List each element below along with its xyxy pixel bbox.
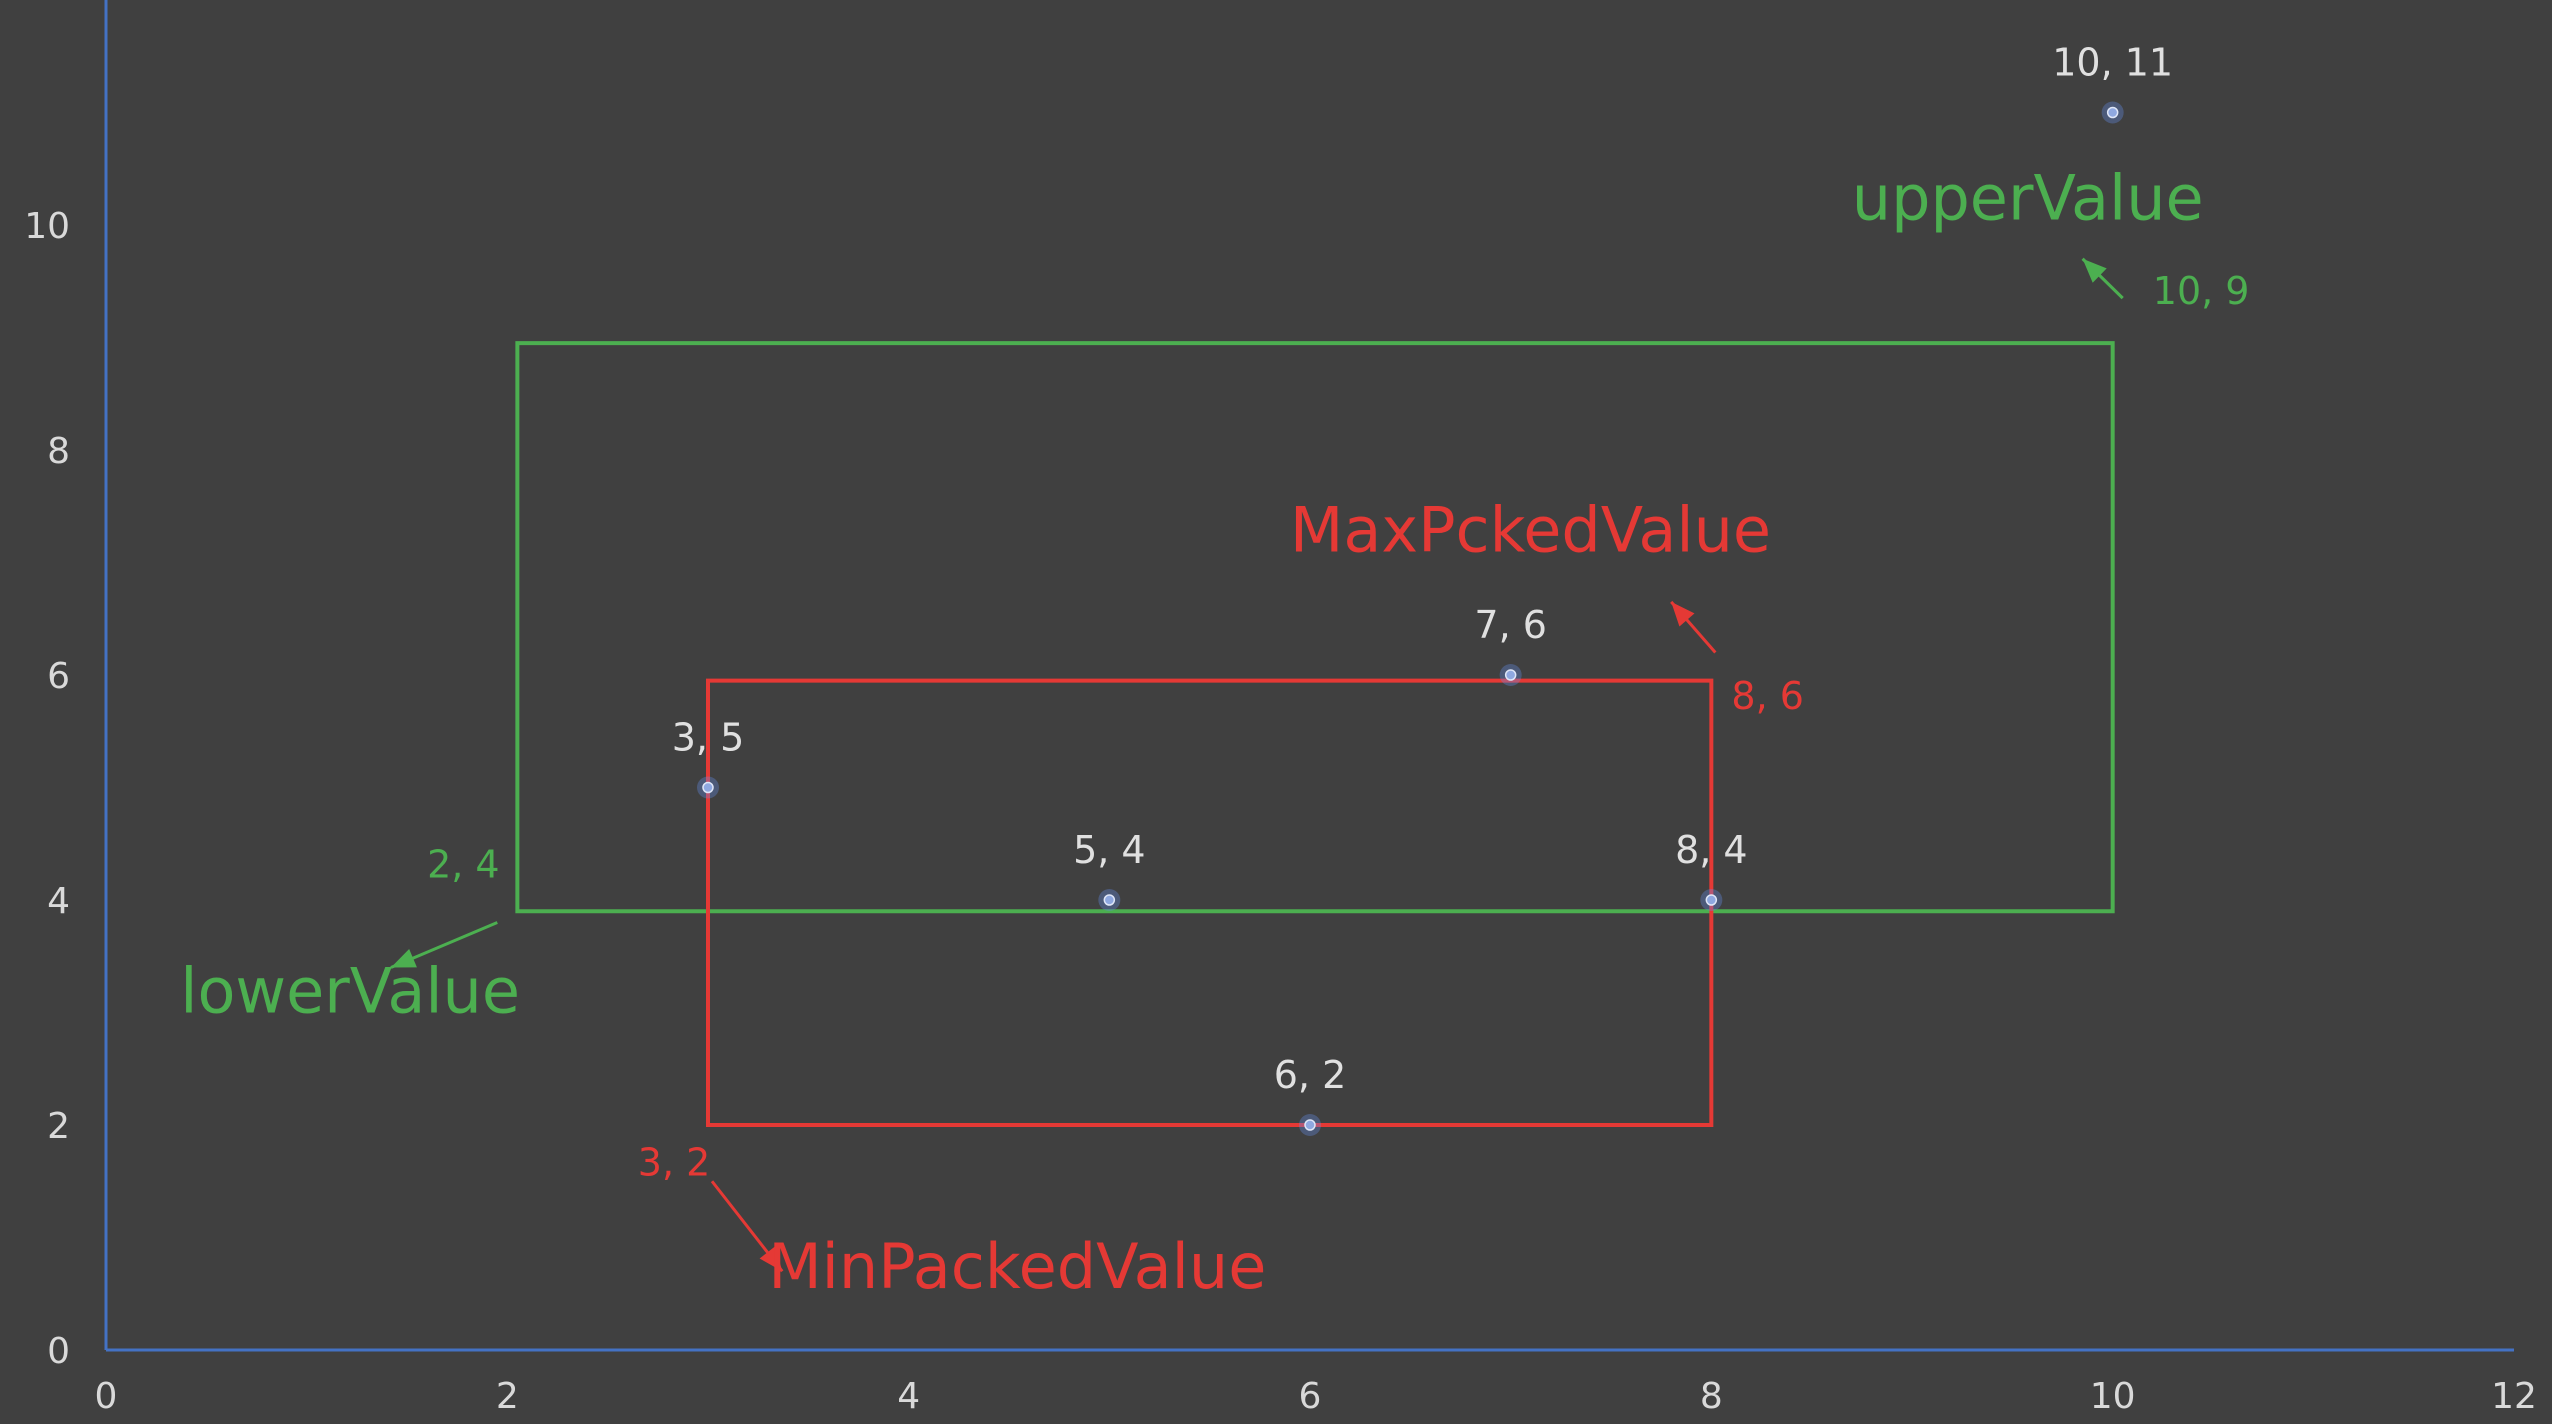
data-label: 5, 4 <box>1073 828 1146 872</box>
green-name-annotation: upperValue <box>1852 161 2204 234</box>
red-corner-annotation: 8, 6 <box>1731 674 1804 718</box>
x-tick-label: 8 <box>1700 1376 1723 1417</box>
data-label: 7, 6 <box>1474 603 1547 647</box>
x-tick-label: 2 <box>496 1376 519 1417</box>
data-point <box>702 781 714 794</box>
y-tick-label: 2 <box>47 1106 70 1147</box>
red-annotation-arrow <box>710 1180 784 1273</box>
y-tick-label: 0 <box>47 1331 70 1372</box>
red-name-annotation: MinPackedValue <box>768 1230 1266 1303</box>
y-tick-label: 8 <box>47 431 70 472</box>
x-tick-label: 0 <box>95 1376 118 1417</box>
green-corner-annotation: 10, 9 <box>2153 269 2250 313</box>
data-point <box>1304 1119 1316 1131</box>
data-point <box>1705 894 1718 906</box>
data-point <box>1504 669 1517 681</box>
data-point <box>2106 106 2119 119</box>
x-tick-label: 10 <box>2090 1376 2136 1417</box>
red-corner-annotation: 3, 2 <box>638 1141 711 1185</box>
green-bounding-box <box>515 341 2115 914</box>
red-bounding-box <box>706 678 1714 1127</box>
data-label: 8, 4 <box>1675 828 1748 872</box>
green-annotation-arrow <box>390 921 498 969</box>
x-tick-label: 4 <box>897 1376 920 1417</box>
green-corner-annotation: 2, 4 <box>427 843 500 887</box>
green-annotation-arrow <box>2081 257 2124 300</box>
x-tick-label: 6 <box>1299 1376 1322 1417</box>
data-label: 3, 5 <box>672 716 745 760</box>
red-name-annotation: MaxPckedValue <box>1290 493 1771 566</box>
data-label: 6, 2 <box>1274 1053 1347 1097</box>
red-annotation-arrow <box>1670 600 1717 654</box>
y-tick-label: 6 <box>47 656 70 697</box>
data-point <box>1103 894 1116 906</box>
green-name-annotation: lowerValue <box>180 955 520 1028</box>
data-label: 10, 11 <box>2052 41 2173 85</box>
x-tick-label: 12 <box>2491 1376 2537 1417</box>
y-tick-label: 10 <box>24 206 70 247</box>
y-tick-label: 4 <box>47 881 70 922</box>
